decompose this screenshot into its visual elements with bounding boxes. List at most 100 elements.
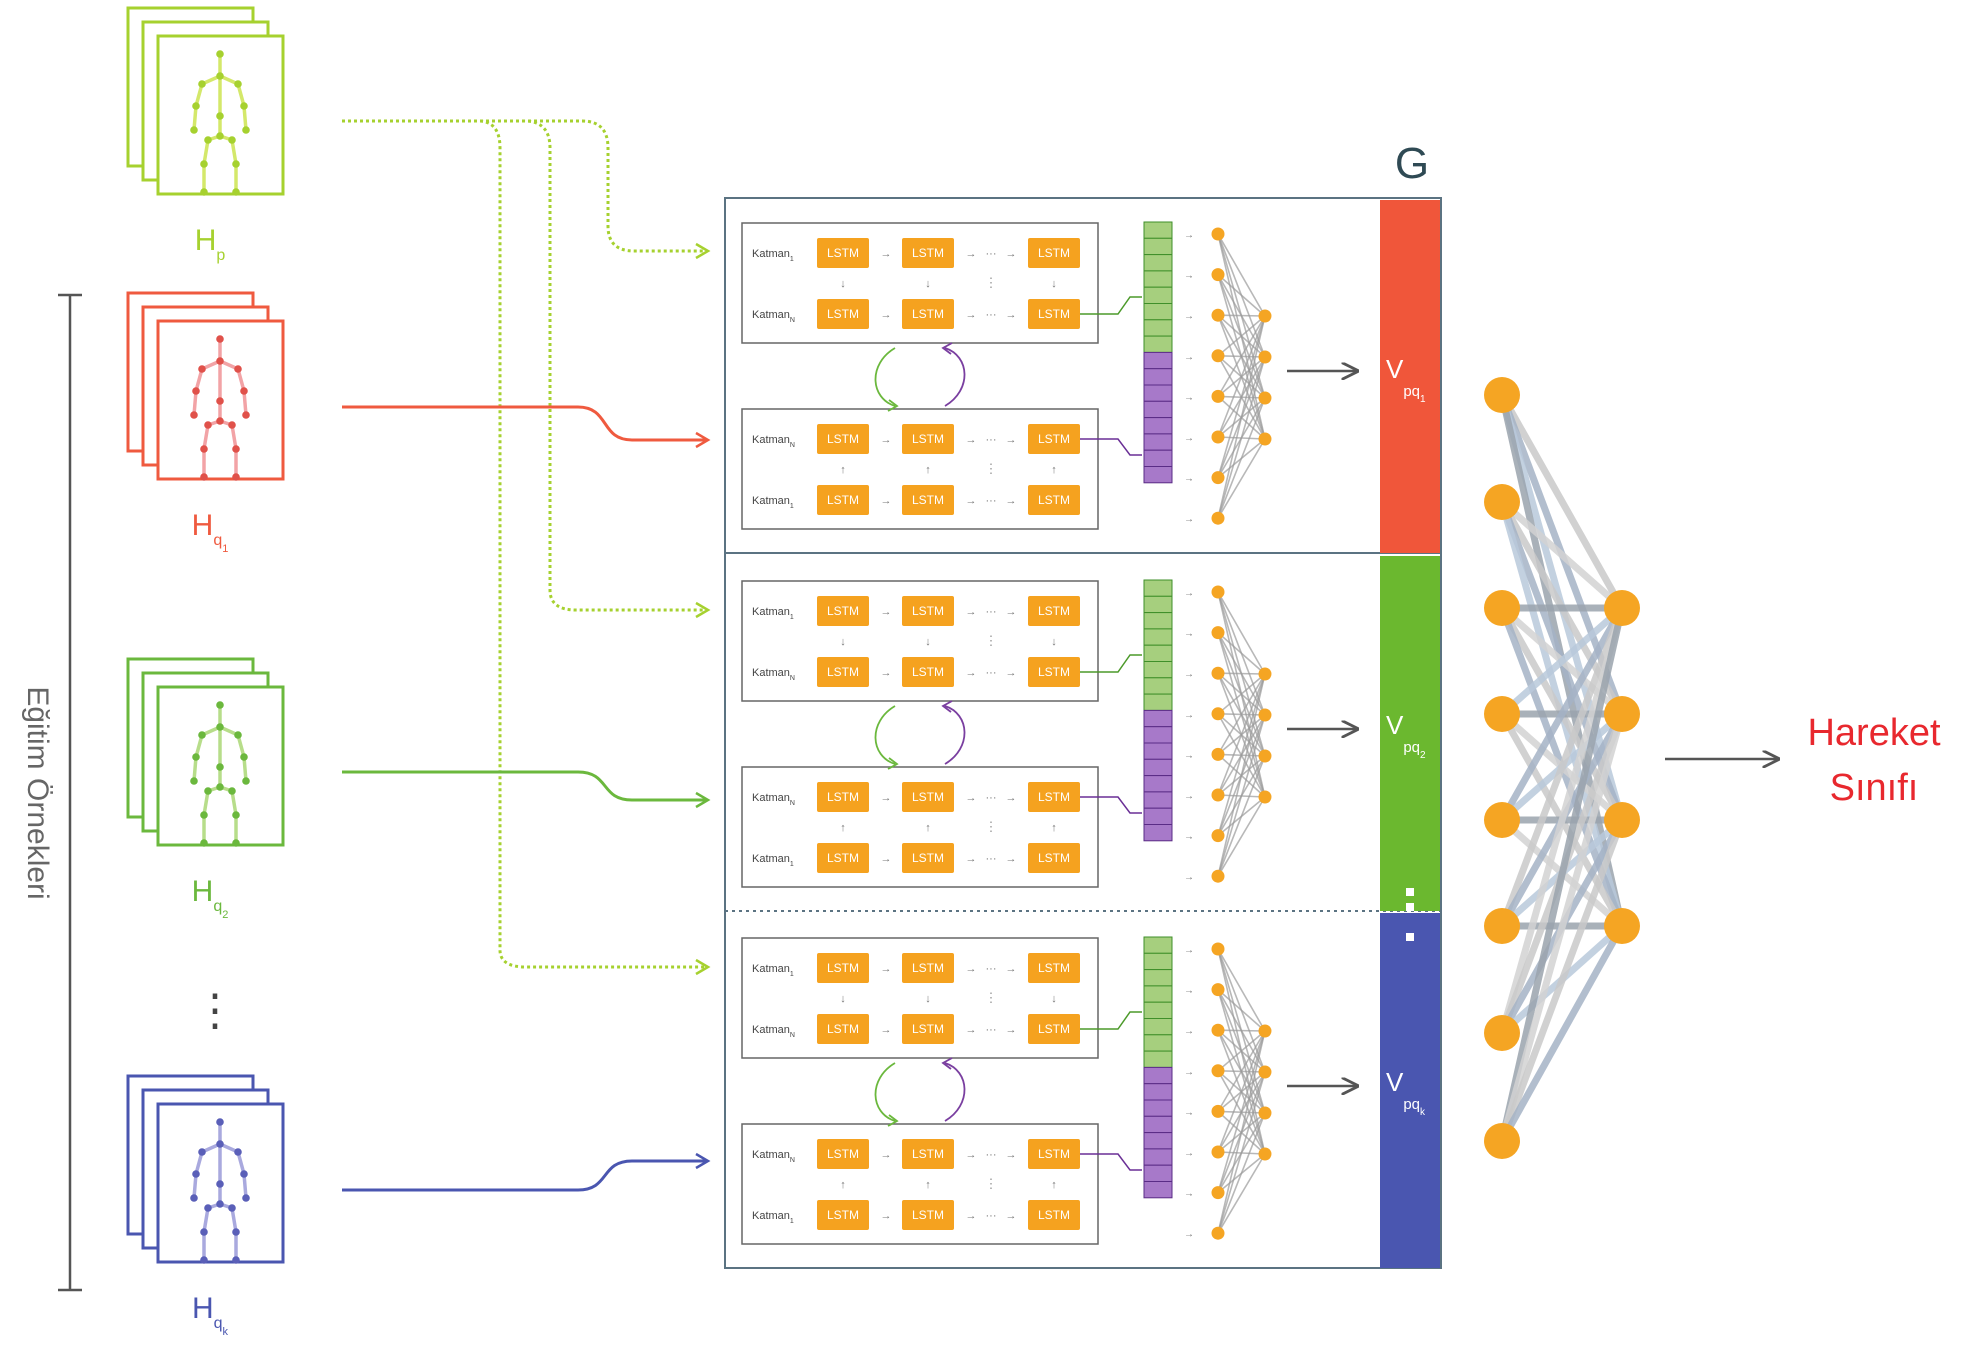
final-hidden-node: [1604, 590, 1640, 626]
lstm-cell: [1028, 424, 1080, 454]
final-input-node: [1484, 1123, 1520, 1159]
lstm-cell-label: LSTM: [912, 961, 944, 975]
svg-text:→: →: [881, 853, 892, 865]
mlp-node: [1211, 707, 1225, 721]
lstm-cell-label: LSTM: [1038, 851, 1070, 865]
mlp-layer: →→→→→→→→: [1184, 585, 1272, 883]
svg-text:→: →: [1006, 792, 1017, 804]
lstm-cell-label: LSTM: [1038, 665, 1070, 679]
svg-text:→: →: [881, 495, 892, 507]
lstm-cell-label: LSTM: [912, 790, 944, 804]
lstm-cell: [817, 1014, 869, 1044]
svg-text:→: →: [881, 434, 892, 446]
lstm-cell-label: LSTM: [1038, 1022, 1070, 1036]
connector-arrowhead: [695, 958, 711, 976]
connector-arrowhead: [695, 242, 711, 260]
lstm-cell-label: LSTM: [827, 307, 859, 321]
svg-text:⋮: ⋮: [985, 1176, 998, 1191]
lstm-cell-label: LSTM: [912, 1022, 944, 1036]
mlp-node: [1258, 391, 1272, 405]
mlp-node: [1258, 790, 1272, 804]
svg-text:→: →: [1006, 1149, 1017, 1161]
mlp-node: [1258, 1147, 1272, 1161]
svg-text:→: →: [1006, 1210, 1017, 1222]
mlp-node: [1258, 667, 1272, 681]
lstm-cell-label: LSTM: [912, 432, 944, 446]
mlp-node: [1211, 585, 1225, 599]
continuation-dot: [1406, 888, 1414, 896]
lstm-cell: [902, 1200, 954, 1230]
output-column-1: Vpq2: [1380, 556, 1440, 911]
lstm-cell: [817, 657, 869, 687]
skeleton: [190, 1118, 250, 1264]
input-label-0: Hp: [195, 224, 226, 264]
lstm-cell: [1028, 782, 1080, 812]
mlp-node: [1211, 1186, 1225, 1200]
svg-text:↑: ↑: [925, 1179, 931, 1191]
lstm-cell-label: LSTM: [912, 1147, 944, 1161]
svg-text:→: →: [1184, 433, 1194, 444]
svg-text:↓: ↓: [925, 636, 931, 648]
input-label-2: Hq2: [192, 875, 229, 921]
continuation-dot: [1406, 903, 1414, 911]
mlp-layer: →→→→→→→→: [1184, 227, 1272, 525]
lstm-cell-label: LSTM: [1038, 790, 1070, 804]
lstm-cell-label: LSTM: [912, 665, 944, 679]
svg-text:→: →: [1006, 667, 1017, 679]
lstm-cell: [902, 299, 954, 329]
result-line2: Sınıfı: [1830, 767, 1919, 809]
backward-output-link: [1080, 438, 1142, 456]
lstm-cell: [1028, 299, 1080, 329]
svg-text:→: →: [966, 1210, 977, 1222]
layer-label: Katman1: [752, 853, 794, 868]
layer-label: KatmanN: [752, 309, 795, 324]
svg-text:→: →: [1184, 986, 1194, 997]
skeleton: [190, 335, 250, 481]
final-input-node: [1484, 1015, 1520, 1051]
mlp-node: [1211, 268, 1225, 282]
mlp-node: [1211, 788, 1225, 802]
chain-ellipsis: ···: [986, 1149, 997, 1161]
svg-text:↓: ↓: [840, 993, 846, 1005]
lstm-cell-label: LSTM: [827, 246, 859, 260]
skeleton: [190, 50, 250, 196]
mlp-node: [1211, 349, 1225, 363]
lstm-cell-label: LSTM: [827, 851, 859, 865]
solid-connector-0: [342, 405, 706, 442]
svg-text:→: →: [881, 1024, 892, 1036]
svg-text:→: →: [881, 606, 892, 618]
mlp-node: [1258, 1065, 1272, 1079]
lstm-cell-label: LSTM: [827, 604, 859, 618]
svg-text:→: →: [1184, 474, 1194, 485]
lstm-cell: [1028, 657, 1080, 687]
skeleton: [190, 701, 250, 847]
mlp-node: [1211, 942, 1225, 956]
layer-label: KatmanN: [752, 792, 795, 807]
lstm-cell: [817, 782, 869, 812]
svg-text:→: →: [1006, 495, 1017, 507]
lstm-cell: [1028, 1139, 1080, 1169]
mlp-node: [1211, 389, 1225, 403]
final-hidden-node: [1604, 696, 1640, 732]
vertical-dots: ⋮: [193, 986, 237, 1035]
lstm-cell-label: LSTM: [1038, 432, 1070, 446]
layer-label: Katman1: [752, 495, 794, 510]
svg-text:→: →: [966, 853, 977, 865]
svg-text:→: →: [1184, 271, 1194, 282]
solid-connector-1: [342, 770, 706, 802]
svg-text:→: →: [881, 248, 892, 260]
svg-text:→: →: [1006, 434, 1017, 446]
final-hidden-node: [1604, 802, 1640, 838]
svg-text:→: →: [1006, 309, 1017, 321]
svg-text:→: →: [1184, 669, 1194, 680]
svg-text:↓: ↓: [840, 636, 846, 648]
svg-text:↑: ↑: [1051, 822, 1057, 834]
layer-label: KatmanN: [752, 1024, 795, 1039]
svg-text:→: →: [881, 792, 892, 804]
lstm-cell-label: LSTM: [827, 665, 859, 679]
final-input-node: [1484, 590, 1520, 626]
lstm-cell: [902, 424, 954, 454]
layer-label: Katman1: [752, 248, 794, 263]
